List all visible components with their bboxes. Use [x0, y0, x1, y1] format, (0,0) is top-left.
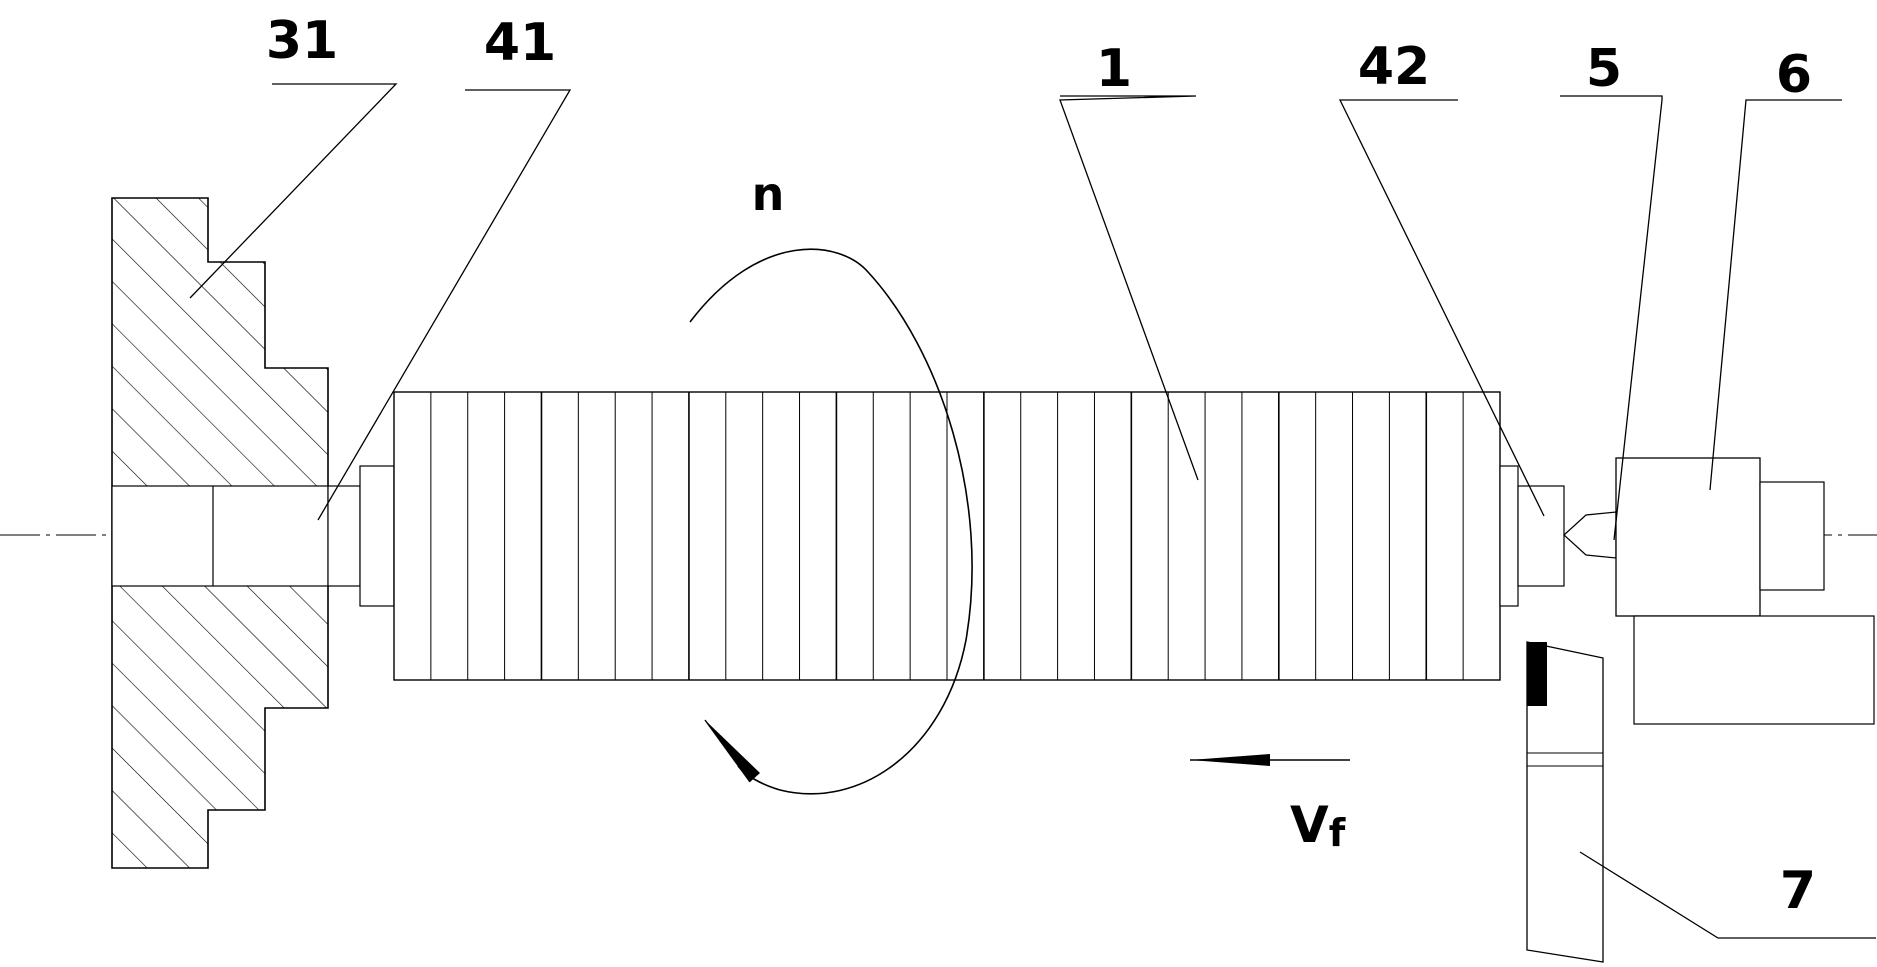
feed-label: Vf — [1290, 796, 1346, 855]
rotation-arrow — [689, 248, 973, 795]
rotation-label: n — [752, 167, 785, 221]
tailstock-center-5 — [1563, 511, 1617, 559]
feed-label-main: V — [1290, 796, 1329, 854]
tailstock-6 — [1615, 457, 1875, 725]
mandrel-41 — [327, 465, 395, 607]
workpiece-segments — [430, 392, 1464, 680]
label-31: 31 — [266, 11, 338, 71]
end-fitting-42 — [1499, 465, 1565, 607]
label-5: 5 — [1586, 39, 1622, 99]
chuck-31 — [111, 197, 329, 869]
workpiece-1 — [393, 391, 1501, 681]
leader-lines — [189, 83, 1876, 939]
label-7: 7 — [1780, 861, 1816, 921]
cutting-tool-7 — [1526, 641, 1604, 963]
feed-label-sub: f — [1329, 811, 1346, 855]
label-42: 42 — [1358, 37, 1430, 97]
feed-arrow — [1190, 754, 1350, 766]
label-6: 6 — [1776, 45, 1812, 105]
label-1: 1 — [1096, 39, 1132, 99]
label-41: 41 — [484, 13, 556, 73]
